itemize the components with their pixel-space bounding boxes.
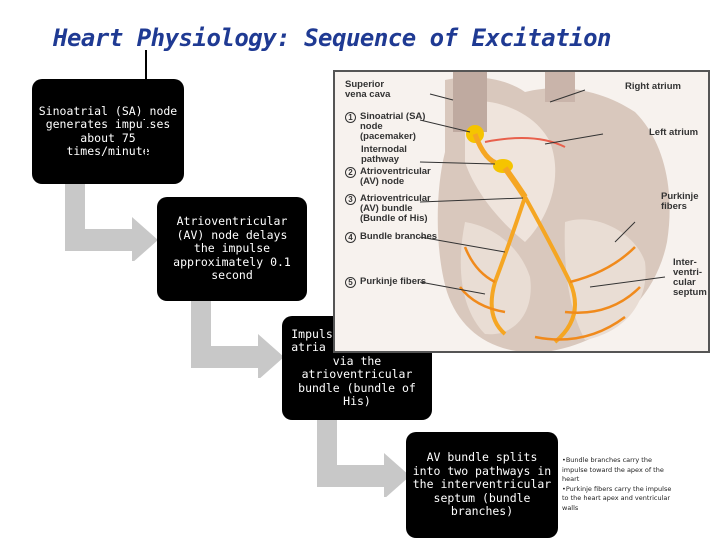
text-cursor (145, 50, 147, 173)
step-av-node-text: Atrioventricular (AV) node delays the im… (173, 214, 291, 283)
step-sa-node: Sinoatrial (SA) node generates impulses … (32, 79, 184, 184)
step-av-node: Atrioventricular (AV) node delays the im… (157, 197, 307, 301)
step-bundle-branches-text: AV bundle splits into two pathways in th… (412, 450, 552, 519)
number-badge: 2 (345, 167, 356, 178)
number-badge: 4 (345, 232, 356, 243)
note-bundle-branches: •Bundle branches carry the impulse towar… (562, 456, 664, 483)
label-numbered-3: 3 Atrioventricular (AV) bundle (Bundle o… (345, 193, 431, 224)
step-sa-node-text: Sinoatrial (SA) node generates impulses … (38, 103, 178, 158)
number-badge: 3 (345, 194, 356, 205)
number-badge: 1 (345, 112, 356, 123)
flow-arrow-1 (65, 183, 158, 261)
label-text: Bundle branches (360, 231, 438, 242)
side-notes: •Bundle branches carry the impulse towar… (562, 456, 672, 513)
heart-illustration (419, 72, 670, 351)
label-text: Purkinje fibers (360, 276, 426, 287)
label-superior-vena-cava: Superior vena cava (345, 79, 391, 100)
label-right-atrium: Right atrium (625, 81, 681, 92)
number-badge: 5 (345, 277, 356, 288)
label-numbered-1: 1 Sinoatrial (SA) node (pacemaker) (345, 112, 428, 142)
flow-arrow-2 (191, 300, 284, 378)
label-interventricular-septum: Inter-ventri-cular septum (673, 257, 707, 298)
page-title: Heart Physiology: Sequence of Excitation (53, 24, 611, 52)
label-text: Sinoatrial (SA) node (pacemaker) (360, 111, 426, 142)
step-bundle-branches: AV bundle splits into two pathways in th… (406, 432, 558, 538)
note-purkinje-fibers: •Purkinje fibers carry the impulse to th… (562, 484, 672, 512)
flow-arrow-3 (317, 419, 410, 497)
label-internodal-pathway: Internodal pathway (361, 144, 407, 165)
heart-conduction-diagram: Superior vena cava Right atrium Left atr… (333, 70, 710, 353)
label-numbered-5: 5 Purkinje fibers (345, 277, 426, 288)
label-left-atrium: Left atrium (649, 127, 699, 138)
label-numbered-4: 4 Bundle branches (345, 232, 437, 243)
label-text: Atrioventricular (AV) bundle (Bundle of … (360, 193, 431, 224)
label-purkinje-fibers-right: Purkinje fibers (661, 191, 699, 212)
label-numbered-2: 2 Atrioventricular (AV) node (345, 166, 431, 187)
label-text: Atrioventricular (AV) node (360, 166, 431, 187)
